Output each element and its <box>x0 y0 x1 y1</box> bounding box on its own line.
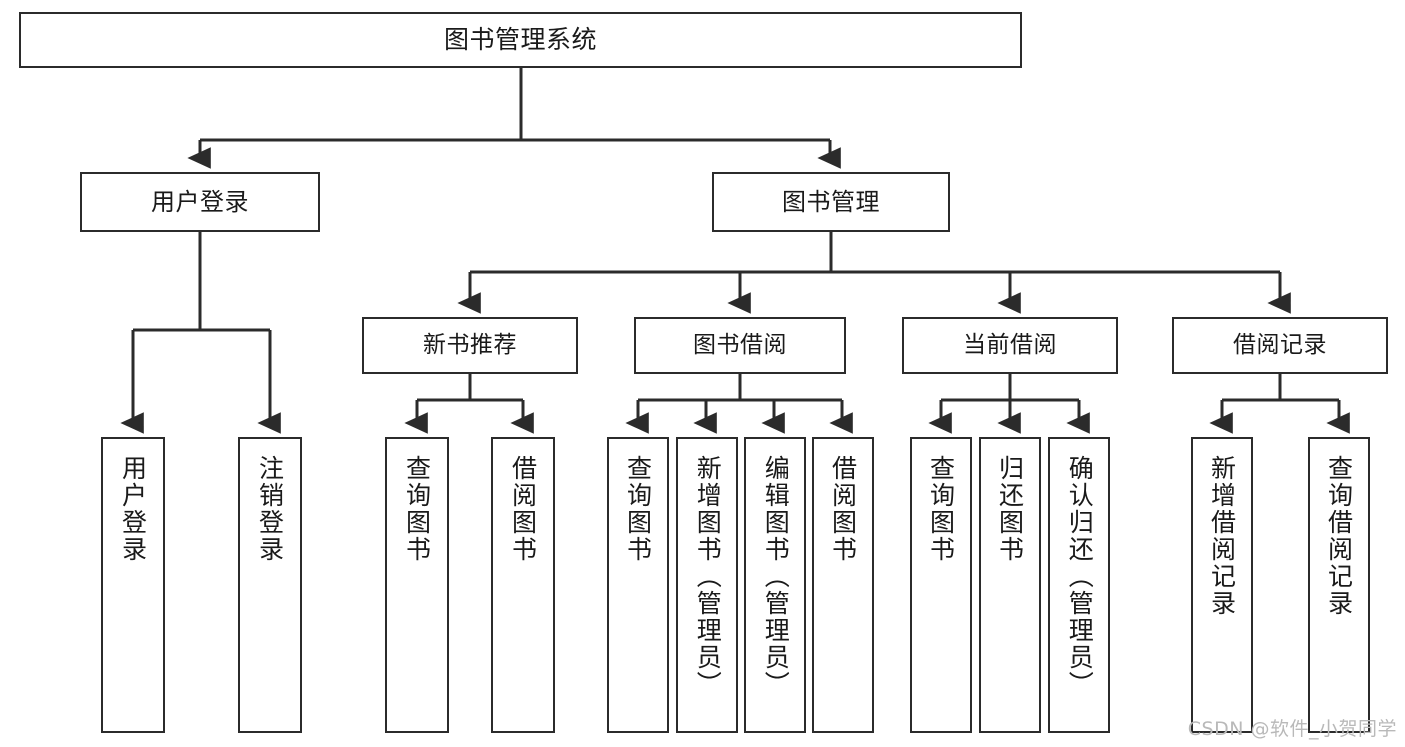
leaf-borrow-query-book[interactable]: 查询图书 <box>607 437 669 733</box>
node-label: 新增图书（管理员） <box>693 455 723 698</box>
node-book-management[interactable]: 图书管理 <box>712 172 950 232</box>
node-label: 查询图书 <box>926 455 956 563</box>
node-borrow-record[interactable]: 借阅记录 <box>1172 317 1388 374</box>
node-label: 图书管理系统 <box>443 25 597 54</box>
node-book-borrow[interactable]: 图书借阅 <box>634 317 846 374</box>
node-label: 用户登录 <box>151 187 249 216</box>
leaf-user-login-login[interactable]: 用户登录 <box>101 437 165 733</box>
node-label: 借阅图书 <box>828 455 858 563</box>
node-label: 用户登录 <box>118 455 148 563</box>
leaf-borrow-borrow-book[interactable]: 借阅图书 <box>812 437 874 733</box>
node-user-login[interactable]: 用户登录 <box>80 172 320 232</box>
node-label: 图书管理 <box>782 187 880 216</box>
node-new-book-recommendation[interactable]: 新书推荐 <box>362 317 578 374</box>
leaf-record-add-borrow-record[interactable]: 新增借阅记录 <box>1191 437 1253 733</box>
node-label: 注销登录 <box>255 455 285 563</box>
node-current-borrow[interactable]: 当前借阅 <box>902 317 1118 374</box>
node-label: 借阅记录 <box>1233 331 1327 358</box>
leaf-current-return-book[interactable]: 归还图书 <box>979 437 1041 733</box>
leaf-current-query-book[interactable]: 查询图书 <box>910 437 972 733</box>
leaf-record-query-borrow-record[interactable]: 查询借阅记录 <box>1308 437 1370 733</box>
node-label: 查询借阅记录 <box>1324 455 1354 617</box>
node-label: 编辑图书（管理员） <box>761 455 791 698</box>
leaf-borrow-add-book-admin[interactable]: 新增图书（管理员） <box>676 437 738 733</box>
node-label: 新增借阅记录 <box>1207 455 1237 617</box>
leaf-borrow-edit-book-admin[interactable]: 编辑图书（管理员） <box>744 437 806 733</box>
node-label: 新书推荐 <box>423 331 517 358</box>
node-label: 图书借阅 <box>693 331 787 358</box>
leaf-current-confirm-return-admin[interactable]: 确认归还（管理员） <box>1048 437 1110 733</box>
node-label: 确认归还（管理员） <box>1065 455 1095 698</box>
leaf-recommend-query-book[interactable]: 查询图书 <box>385 437 449 733</box>
node-label: 查询图书 <box>623 455 653 563</box>
node-label: 当前借阅 <box>963 331 1057 358</box>
leaf-user-login-logout[interactable]: 注销登录 <box>238 437 302 733</box>
node-label: 借阅图书 <box>508 455 538 563</box>
node-root-book-management-system[interactable]: 图书管理系统 <box>19 12 1022 68</box>
node-label: 查询图书 <box>402 455 432 563</box>
csdn-watermark: CSDN @软件_小贺同学 <box>1187 718 1397 740</box>
node-label: 归还图书 <box>995 455 1025 563</box>
leaf-recommend-borrow-book[interactable]: 借阅图书 <box>491 437 555 733</box>
